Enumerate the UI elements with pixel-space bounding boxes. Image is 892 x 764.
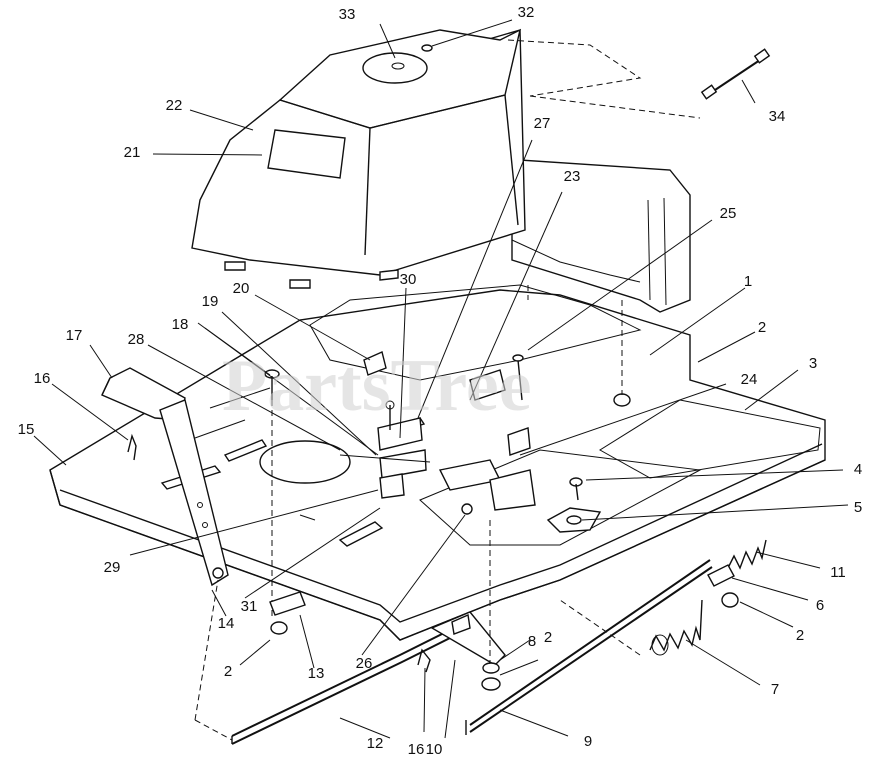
callout-2: 2: [224, 663, 232, 680]
callout-14: 14: [218, 615, 235, 632]
callout-12: 12: [367, 735, 384, 752]
lever-10: [417, 520, 506, 691]
callout-23: 23: [564, 168, 581, 185]
callout-10: 10: [426, 741, 443, 758]
callout-16: 16: [34, 370, 51, 387]
callout-25: 25: [720, 205, 737, 222]
window-decal: [267, 129, 346, 179]
callout-19: 19: [202, 293, 219, 310]
bolt-4: [546, 477, 602, 533]
callout-2: 2: [544, 629, 552, 646]
callout-21: 21: [124, 144, 141, 161]
spring-11: [707, 539, 767, 608]
callout-33: 33: [339, 6, 356, 23]
watermark: PartsTree: [222, 345, 532, 427]
callout-15: 15: [18, 421, 35, 438]
fuel-tank: [191, 28, 701, 289]
callout-26: 26: [356, 655, 373, 672]
callout-1: 1: [744, 273, 752, 290]
callout-2: 2: [758, 319, 766, 336]
bolt-18: [264, 351, 387, 620]
callout-17: 17: [66, 327, 83, 344]
callout-6: 6: [816, 597, 824, 614]
callout-28: 28: [128, 331, 145, 348]
callout-4: 4: [854, 461, 862, 478]
callout-9: 9: [584, 733, 592, 750]
callout-3: 3: [809, 355, 817, 372]
callout-16: 16: [408, 741, 425, 758]
callout-18: 18: [172, 316, 189, 333]
leader-lines: [33, 19, 849, 739]
callout-24: 24: [741, 371, 758, 388]
brake-handle: [101, 367, 229, 587]
callout-2: 2: [796, 627, 804, 644]
callout-5: 5: [854, 499, 862, 516]
callout-30: 30: [400, 271, 417, 288]
callout-32: 32: [518, 4, 535, 21]
bracket-13: [269, 591, 306, 635]
fuel-line: [700, 48, 771, 100]
spring-7: [559, 599, 703, 656]
callout-29: 29: [104, 559, 121, 576]
callout-20: 20: [233, 280, 250, 297]
deck-hole: [259, 440, 351, 484]
callout-31: 31: [241, 598, 258, 615]
callout-11: 11: [830, 564, 846, 581]
bolt-25: [512, 285, 631, 407]
switch-assembly: [339, 369, 536, 515]
callout-13: 13: [308, 665, 325, 682]
engine-housing: [511, 159, 691, 313]
callout-22: 22: [166, 97, 183, 114]
callout-8: 8: [528, 633, 536, 650]
deck-plate: [49, 284, 826, 641]
callout-7: 7: [771, 681, 779, 698]
clip-16-upper: [127, 433, 137, 461]
rod-9: [465, 559, 713, 735]
callout-27: 27: [534, 115, 551, 132]
fuel-cap: [362, 52, 428, 84]
callout-34: 34: [769, 108, 786, 125]
